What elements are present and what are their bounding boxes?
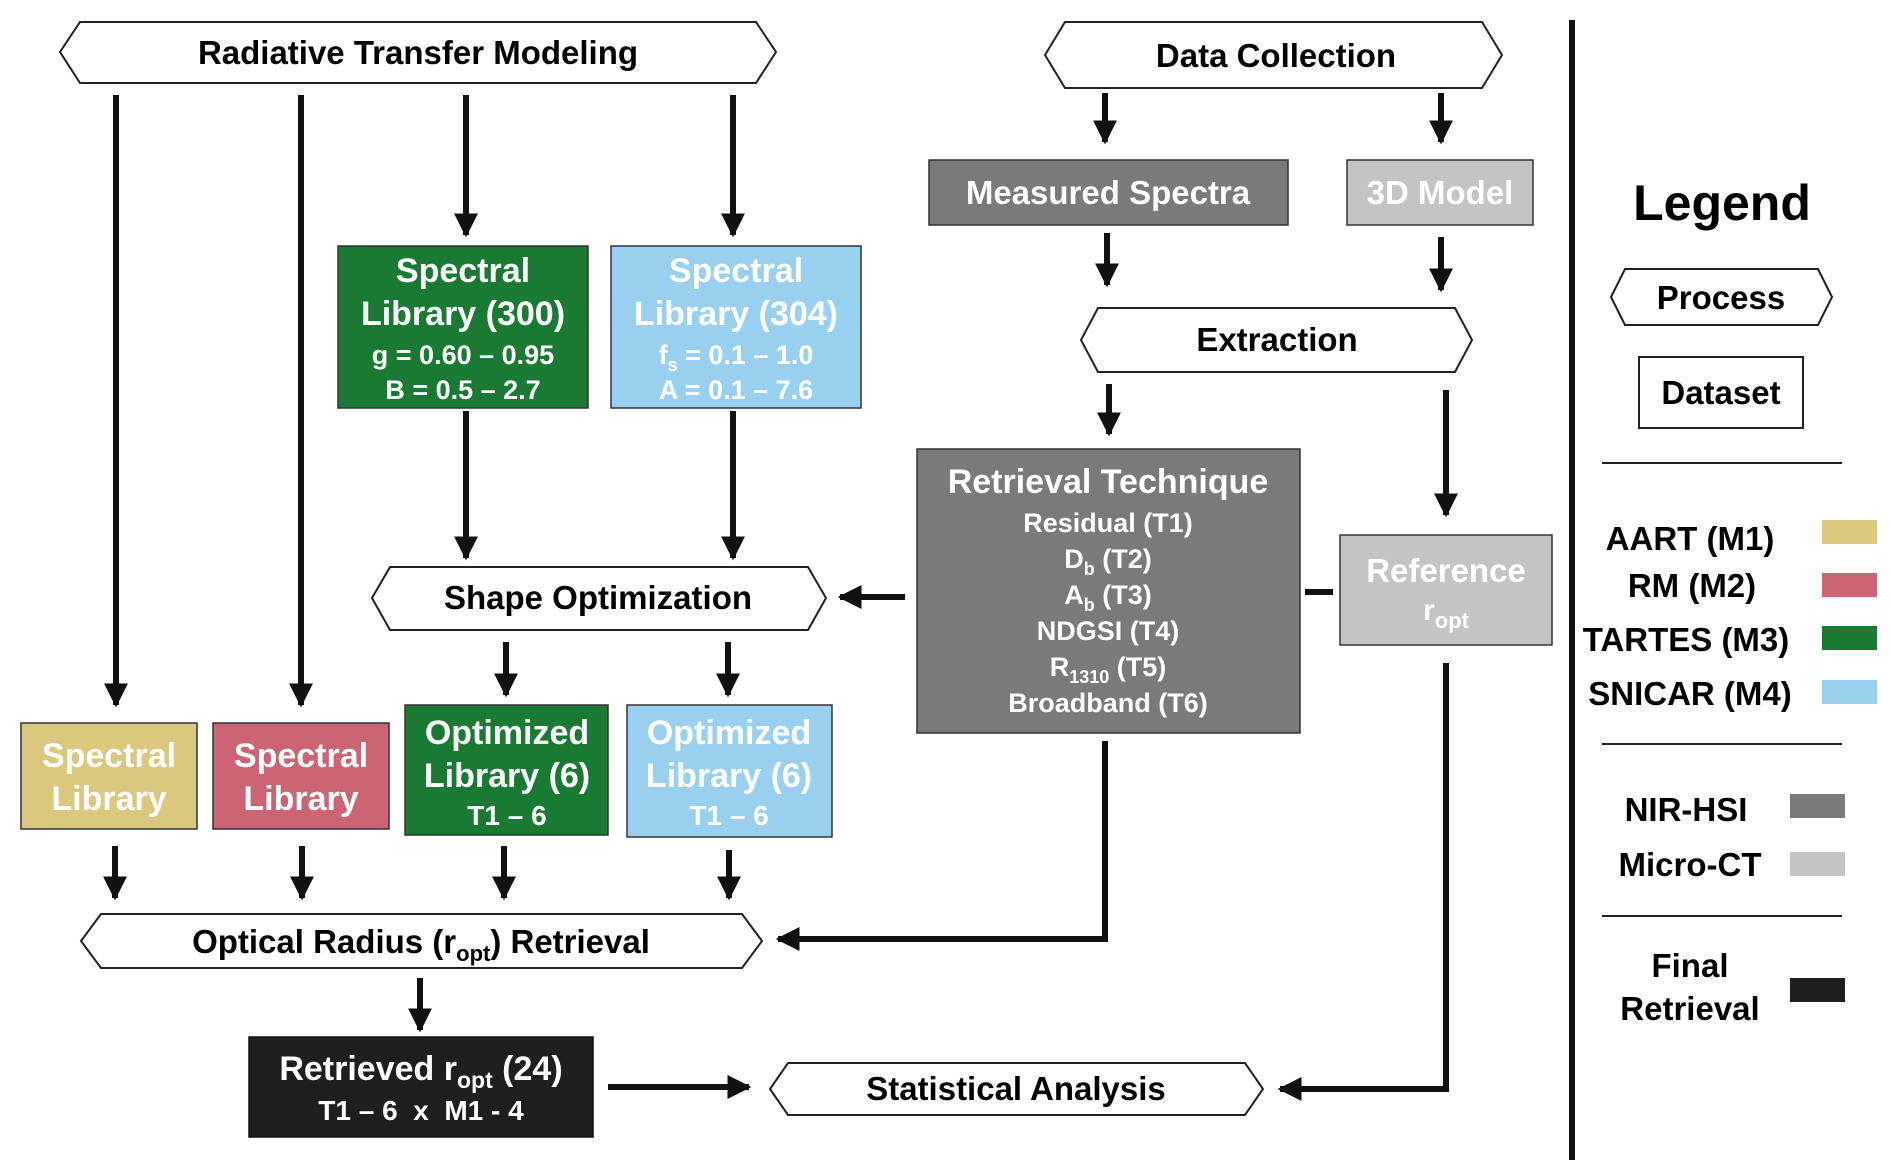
legend-process: Process: [1609, 268, 1834, 326]
lib-aart-line1: Spectral: [42, 737, 176, 775]
legend-rm-label: RM (M2): [1628, 567, 1756, 604]
legend-aart-swatch: [1822, 520, 1877, 544]
dataset-measured-spectra: Measured Spectra: [928, 159, 1289, 226]
legend-tartes-swatch: [1822, 626, 1877, 650]
legend-tartes-label: TARTES (M3): [1583, 621, 1790, 658]
opt-snicar-line1: Optimized: [647, 714, 811, 752]
legend-item-nir-hsi: NIR-HSI: [1625, 791, 1845, 828]
retrieval-t6: Broadband (T6): [1008, 688, 1208, 718]
lib-aart-line2: Library: [51, 780, 166, 818]
legend-item-rm: RM (M2): [1628, 567, 1877, 604]
process-extraction-label: Extraction: [1196, 321, 1357, 358]
lib304-line3: fs = 0.1 – 1.0: [659, 340, 814, 375]
arrow-reference-to-stats: [1277, 663, 1449, 1101]
legend-process-label: Process: [1657, 279, 1785, 316]
lib304-line1: Spectral: [669, 252, 803, 290]
legend-item-micro-ct: Micro-CT: [1619, 846, 1845, 883]
dataset-reference-ropt: Reference ropt: [1339, 534, 1553, 646]
process-rtm-label: Radiative Transfer Modeling: [198, 34, 638, 71]
reference-line1: Reference: [1366, 552, 1526, 589]
process-optical-radius-retrieval-label: Optical Radius (ropt) Retrieval: [192, 923, 650, 966]
dataset-retrieved-ropt: Retrieved ropt (24) T1 – 6 x M1 - 4: [248, 1036, 594, 1138]
lib300-line2: Library (300): [361, 295, 565, 333]
legend-nir-hsi-swatch: [1790, 794, 1845, 818]
lib304-line2: Library (304): [634, 295, 838, 333]
reference-line2: ropt: [1423, 594, 1470, 633]
legend-item-final-retrieval: Final Retrieval: [1620, 947, 1845, 1027]
process-shape-optimization: Shape Optimization: [370, 566, 828, 631]
legend-dataset: Dataset: [1638, 356, 1804, 429]
legend-nir-hsi-label: NIR-HSI: [1625, 791, 1748, 828]
legend-dataset-label: Dataset: [1661, 374, 1780, 411]
legend-final-line2: Retrieval: [1620, 990, 1759, 1027]
legend-final-swatch: [1790, 978, 1845, 1002]
lib300-line4: B = 0.5 – 2.7: [385, 375, 540, 405]
opt-tartes-line1: Optimized: [425, 714, 589, 752]
legend-item-aart: AART (M1): [1606, 520, 1877, 557]
legend-item-tartes: TARTES (M3): [1583, 621, 1877, 658]
dataset-optimized-library-tartes: Optimized Library (6) T1 – 6: [404, 704, 609, 836]
retrieved-line1: Retrieved ropt (24): [279, 1050, 562, 1093]
legend-snicar-label: SNICAR (M4): [1588, 675, 1792, 712]
process-statistical-analysis: Statistical Analysis: [768, 1062, 1265, 1116]
legend-micro-ct-label: Micro-CT: [1619, 846, 1762, 883]
opt-tartes-line3: T1 – 6: [467, 800, 546, 831]
opt-tartes-line2: Library (6): [424, 757, 590, 795]
legend-rm-swatch: [1822, 573, 1877, 597]
legend-aart-label: AART (M1): [1606, 520, 1775, 557]
lib304-line4: A = 0.1 – 7.6: [659, 375, 813, 405]
process-statistical-analysis-label: Statistical Analysis: [866, 1070, 1166, 1107]
dataset-spectral-library-aart: Spectral Library: [20, 722, 198, 830]
process-extraction: Extraction: [1079, 307, 1474, 373]
retrieved-line2: T1 – 6 x M1 - 4: [318, 1095, 524, 1126]
retrieval-title: Retrieval Technique: [948, 463, 1269, 501]
process-shape-optimization-label: Shape Optimization: [444, 579, 752, 616]
dataset-3d-model: 3D Model: [1346, 159, 1534, 226]
dataset-spectral-library-300: Spectral Library (300) g = 0.60 – 0.95 B…: [337, 245, 589, 409]
dataset-optimized-library-snicar: Optimized Library (6) T1 – 6: [626, 704, 833, 838]
legend-item-snicar: SNICAR (M4): [1588, 675, 1877, 712]
retrieval-t1: Residual (T1): [1023, 508, 1193, 538]
retrieval-t4: NDGSI (T4): [1037, 616, 1180, 646]
lib-rm-line1: Spectral: [234, 737, 368, 775]
process-data-collection: Data Collection: [1043, 21, 1504, 89]
dataset-3d-model-label: 3D Model: [1367, 174, 1514, 211]
dataset-retrieval-technique: Retrieval Technique Residual (T1) Db (T2…: [916, 448, 1301, 734]
legend: Legend Process Dataset AART (M1) RM (M2)…: [1569, 20, 1877, 1160]
arrow-retrieval-to-optical: [775, 741, 1108, 951]
process-optical-radius-retrieval: Optical Radius (ropt) Retrieval: [79, 913, 764, 969]
retrieval-t3: Ab (T3): [1064, 580, 1152, 615]
opt-snicar-line2: Library (6): [646, 757, 812, 795]
connector-arrows: [103, 93, 1458, 1101]
opt-snicar-line3: T1 – 6: [689, 800, 768, 831]
dataset-spectral-library-rm: Spectral Library: [212, 722, 390, 830]
dataset-measured-spectra-label: Measured Spectra: [966, 174, 1251, 211]
lib-rm-line2: Library: [243, 780, 358, 818]
retrieval-t2: Db (T2): [1064, 544, 1152, 579]
retrieval-t5: R1310 (T5): [1050, 652, 1167, 687]
legend-micro-ct-swatch: [1790, 852, 1845, 876]
lib300-line3: g = 0.60 – 0.95: [372, 340, 554, 370]
legend-snicar-swatch: [1822, 680, 1877, 704]
process-data-collection-label: Data Collection: [1156, 37, 1396, 74]
legend-title: Legend: [1633, 175, 1811, 231]
legend-final-line1: Final: [1651, 947, 1728, 984]
lib300-line1: Spectral: [396, 252, 530, 290]
process-rtm: Radiative Transfer Modeling: [58, 21, 778, 84]
dataset-spectral-library-304: Spectral Library (304) fs = 0.1 – 1.0 A …: [610, 245, 862, 409]
